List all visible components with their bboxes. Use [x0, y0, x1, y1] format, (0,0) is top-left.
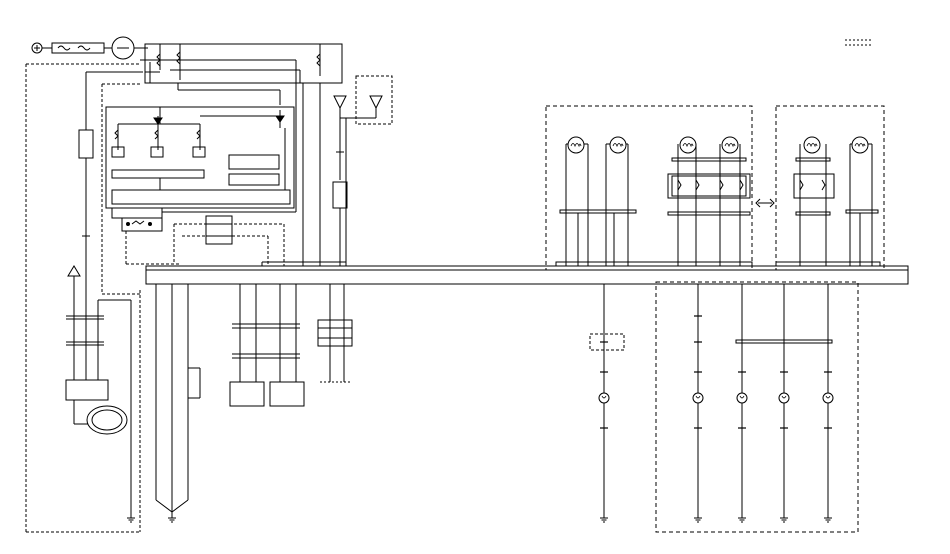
inline-relay-component: [206, 216, 232, 244]
legend-swatch: [845, 40, 873, 45]
lower-center-right-connector: [318, 284, 352, 382]
center-vertical-wires: [262, 83, 346, 266]
battery-fuse-assembly: [32, 37, 148, 59]
lower-right-dashed-box: [656, 282, 858, 532]
main-bus-bar: [146, 266, 908, 284]
left-dashed-harness: [26, 64, 140, 532]
lamp-cluster-left: [546, 106, 752, 270]
dashed-connectors: [126, 224, 284, 266]
left-vertical-wires: [66, 72, 143, 523]
control-unit: [106, 60, 296, 231]
lower-center-connectors: [230, 284, 304, 406]
horn-assembly: [333, 96, 382, 266]
link-arrow: [756, 199, 774, 207]
lower-right-harness: [590, 284, 624, 523]
relay-box: [140, 44, 342, 105]
lamp-cluster-right: [776, 106, 884, 270]
lower-left-harness: [156, 284, 200, 523]
horn-dashed-box: [356, 76, 392, 124]
